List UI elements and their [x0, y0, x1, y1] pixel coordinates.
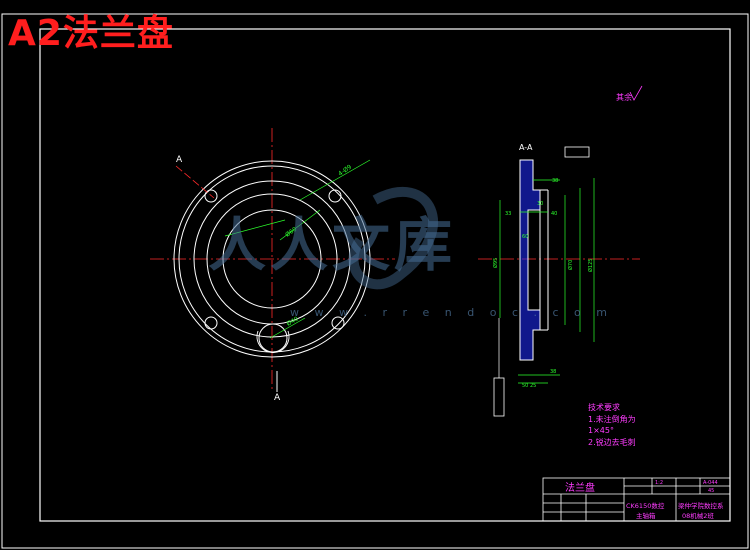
roughness-symbol: [629, 85, 643, 101]
bottom-notch: [256, 330, 290, 353]
title-block: [542, 477, 731, 522]
notch-circle: [258, 323, 288, 353]
tech-notes-line: 2.锐边去毛刺: [588, 437, 636, 447]
tech-notes-line: 1×45°: [588, 426, 614, 435]
dim-text: 25: [530, 383, 536, 389]
title-block-material: CK6150数控: [626, 501, 665, 510]
dim-text: 38: [552, 178, 558, 184]
dim-leader: [269, 317, 306, 339]
dim-text: 50: [522, 383, 528, 389]
roughness-note: 其余: [616, 93, 632, 102]
dim-bolt-holes: 4-Ø9: [337, 163, 353, 177]
datum-box: [564, 146, 590, 158]
dim-text: 33: [505, 211, 511, 217]
bolt-hole: [328, 189, 342, 203]
title-block-part-name: 法兰盘: [565, 481, 595, 494]
dim-text: Ø95: [492, 258, 499, 268]
dim-text: 60: [522, 234, 528, 240]
bolt-hole: [331, 316, 345, 330]
watermark-text: 人人文库: [208, 211, 457, 279]
outer-circle: [173, 160, 371, 358]
section-label: A-A: [519, 143, 533, 152]
dim-text: Ø125: [587, 259, 594, 272]
tech-notes-heading: 技术要求: [588, 403, 620, 412]
tolerance-box: [493, 377, 505, 417]
title-block-scale: 1:2: [655, 480, 663, 486]
dim-leader: [224, 219, 286, 237]
title-block-qty: 45: [708, 488, 714, 494]
cut-label-top: A: [176, 155, 183, 165]
sheet-title: A2法兰盘: [8, 13, 174, 54]
watermark-logo-icon: [348, 186, 438, 290]
dim-leader: [299, 159, 371, 201]
dim-text: 30: [537, 201, 543, 207]
title-block-sheet-no: A-044: [703, 480, 718, 486]
dim-text: 38: [550, 369, 556, 375]
tech-notes: 技术要求 1.未注倒角为 1×45° 2.锐边去毛刺: [588, 402, 636, 448]
dim-leader: [279, 209, 321, 241]
watermark-url: w w w . r r e n d o c . c o m: [290, 306, 613, 319]
title-block-designer: 主轴箱: [636, 511, 656, 520]
tech-notes-line: 1.未注倒角为: [588, 414, 636, 424]
dim-text: 40: [551, 211, 557, 217]
bore-circle: [222, 209, 322, 309]
title-block-school: 梁仲学院数控系: [678, 501, 724, 510]
bolt-hole: [204, 189, 218, 203]
cut-line: [175, 165, 215, 199]
bolt-hole: [204, 316, 218, 330]
title-block-class: 08机械2班: [682, 511, 714, 520]
dim-text: Ø70: [567, 260, 574, 270]
side-view: A-A 38 30 40 60 33 Ø95 Ø70 Ø125 38 25 50: [478, 143, 640, 417]
cut-label-bottom: A: [274, 393, 281, 403]
outer-frame: [1, 13, 749, 549]
inner-frame: [39, 28, 731, 522]
